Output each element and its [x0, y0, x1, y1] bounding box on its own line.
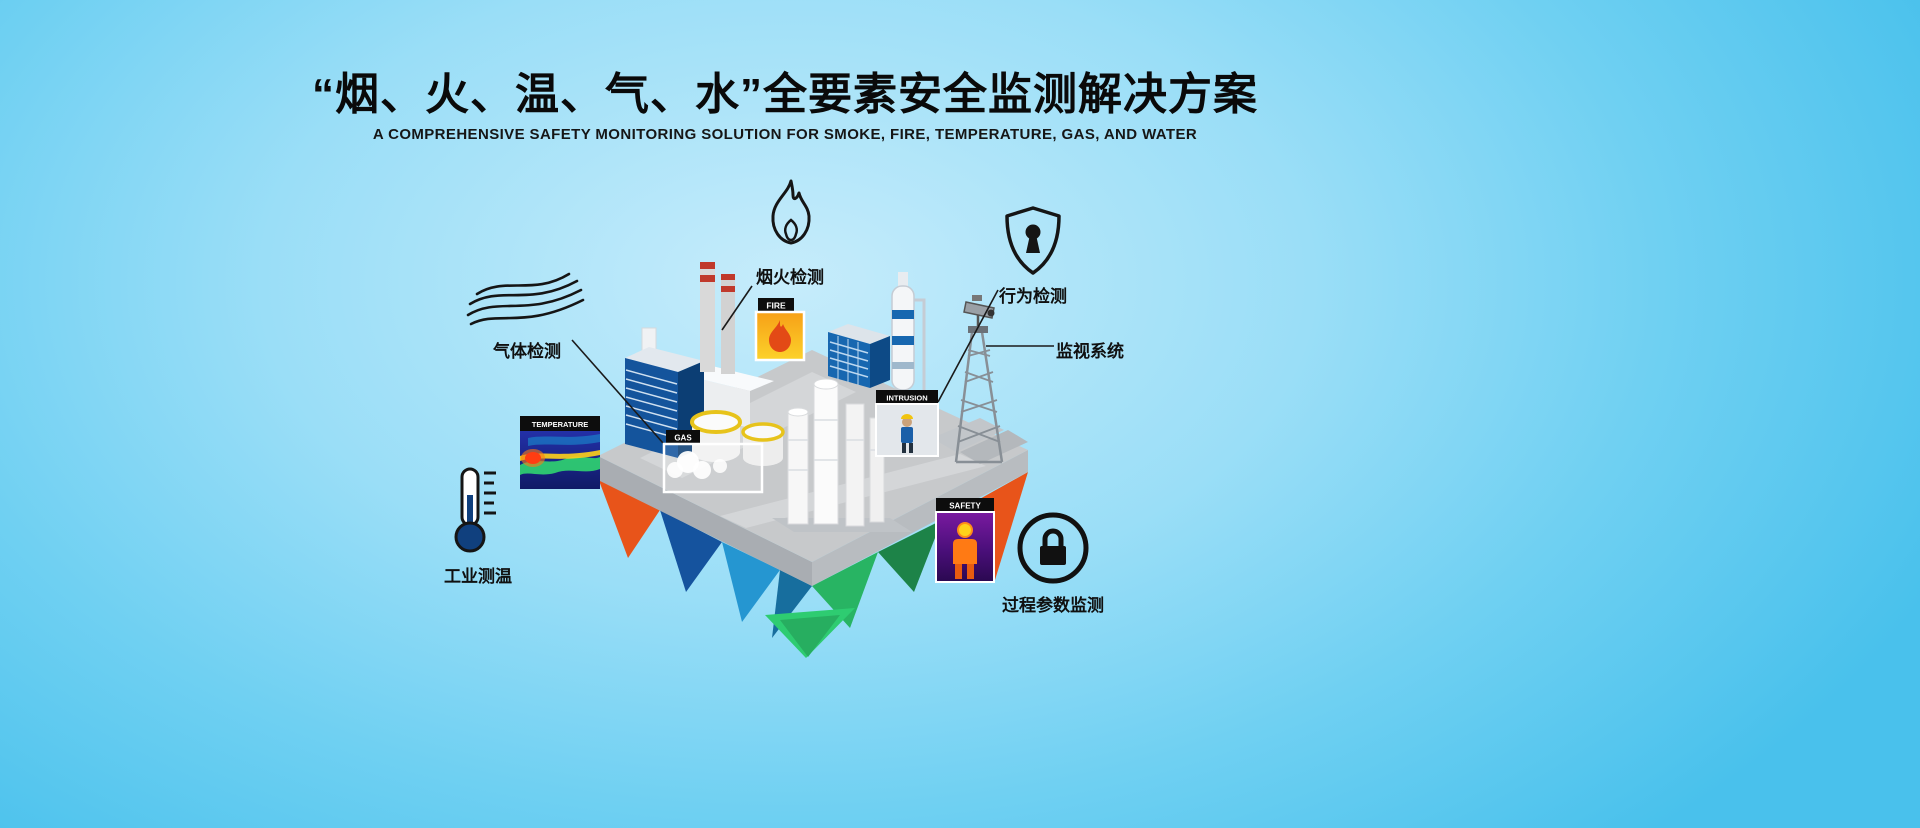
- fire-tag-card: FIRE: [754, 298, 806, 362]
- safety-tag-card: SAFETY: [935, 498, 995, 583]
- surveillance-label: 监视系统: [1056, 342, 1124, 361]
- smoke-fire-label: 烟火检测: [756, 268, 824, 287]
- cctv-camera-icon: [963, 295, 995, 319]
- factory-buildings: [625, 262, 1028, 532]
- flame-pictogram: [769, 320, 791, 352]
- process-label: 过程参数监测: [1002, 596, 1104, 615]
- thermometry-label: 工业测温: [444, 567, 512, 586]
- page-subtitle: A COMPREHENSIVE SAFETY MONITORING SOLUTI…: [372, 126, 1198, 143]
- behavior-label: 行为检测: [999, 287, 1067, 306]
- lock-circle-icon: [1017, 512, 1089, 584]
- callout-smoke-fire: 烟火检测: [745, 178, 835, 288]
- callout-gas: 气体检测: [462, 270, 592, 362]
- callout-thermometry: 工业测温: [442, 465, 514, 587]
- intrusion-tag-card: INTRUSION: [875, 390, 939, 457]
- temperature-tag-card: TEMPERATURE: [520, 416, 600, 489]
- callout-connector-lines: [571, 285, 1054, 444]
- page-title: “烟、火、温、气、水”全要素安全监测解决方案: [312, 70, 1258, 119]
- gas-tag-card: GAS: [662, 430, 764, 494]
- industrial-island-illustration: FIRE TEMPERATURE GAS INTRUSION: [520, 262, 1054, 658]
- safety-tag-label: SAFETY: [949, 502, 981, 511]
- thermal-person-pictogram: [953, 522, 977, 579]
- intrusion-tag-label: INTRUSION: [886, 394, 927, 403]
- gas-waves-icon: [466, 272, 585, 326]
- shield-keyhole-icon: [1005, 206, 1061, 275]
- worker-pictogram: [901, 414, 913, 453]
- thermometer-icon: [454, 467, 496, 553]
- gas-tag-label: GAS: [674, 434, 692, 443]
- callout-process: 过程参数监测: [998, 510, 1108, 616]
- gas-label: 气体检测: [493, 342, 561, 361]
- surveillance-tower: [954, 295, 1004, 464]
- fire-tag-label: FIRE: [766, 301, 786, 311]
- callout-behavior: 行为检测: [988, 205, 1078, 307]
- temperature-tag-label: TEMPERATURE: [532, 420, 589, 429]
- flame-icon: [771, 179, 811, 245]
